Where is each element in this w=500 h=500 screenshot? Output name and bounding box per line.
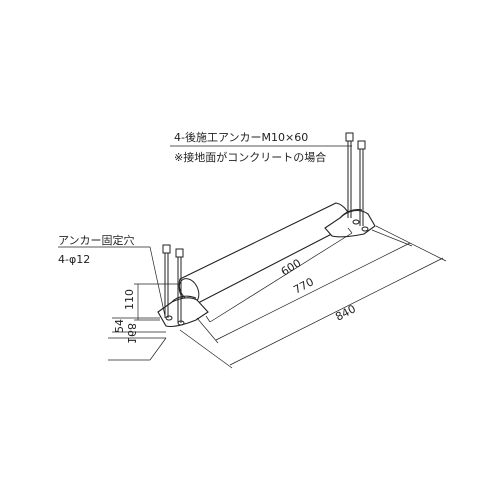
anchor-note-line1: 4-後施工アンカーM10×60 <box>174 130 308 144</box>
dimension-110 <box>134 283 178 321</box>
hole-note-line1: アンカー固定穴 <box>58 233 135 247</box>
anchor-note-line2: ※接地面がコンクリートの場合 <box>174 150 326 164</box>
anchor-bolts-left <box>162 244 184 323</box>
dimension-110-label: 110 <box>123 289 136 310</box>
dimension-770-label: 770 <box>291 275 316 296</box>
dimension-54 <box>112 317 166 333</box>
anchor-hole-left-1 <box>165 315 173 321</box>
hole-note-line2: 4-φ12 <box>58 253 90 266</box>
dimension-54-label: 54 <box>113 319 126 333</box>
anchor-hole-right-2 <box>361 226 369 232</box>
dimension-840 <box>179 225 447 369</box>
hole-note-leader <box>58 246 166 317</box>
dimension-840-label: 840 <box>333 302 358 323</box>
anchor-hole-right-1 <box>352 219 360 225</box>
dimension-168-label: 168 <box>125 323 138 344</box>
cylinder-body <box>178 202 352 304</box>
dimension-600 <box>205 227 353 323</box>
dimension-770 <box>196 229 413 344</box>
dimension-168 <box>108 337 167 361</box>
anchor-bolts-right <box>345 132 366 226</box>
